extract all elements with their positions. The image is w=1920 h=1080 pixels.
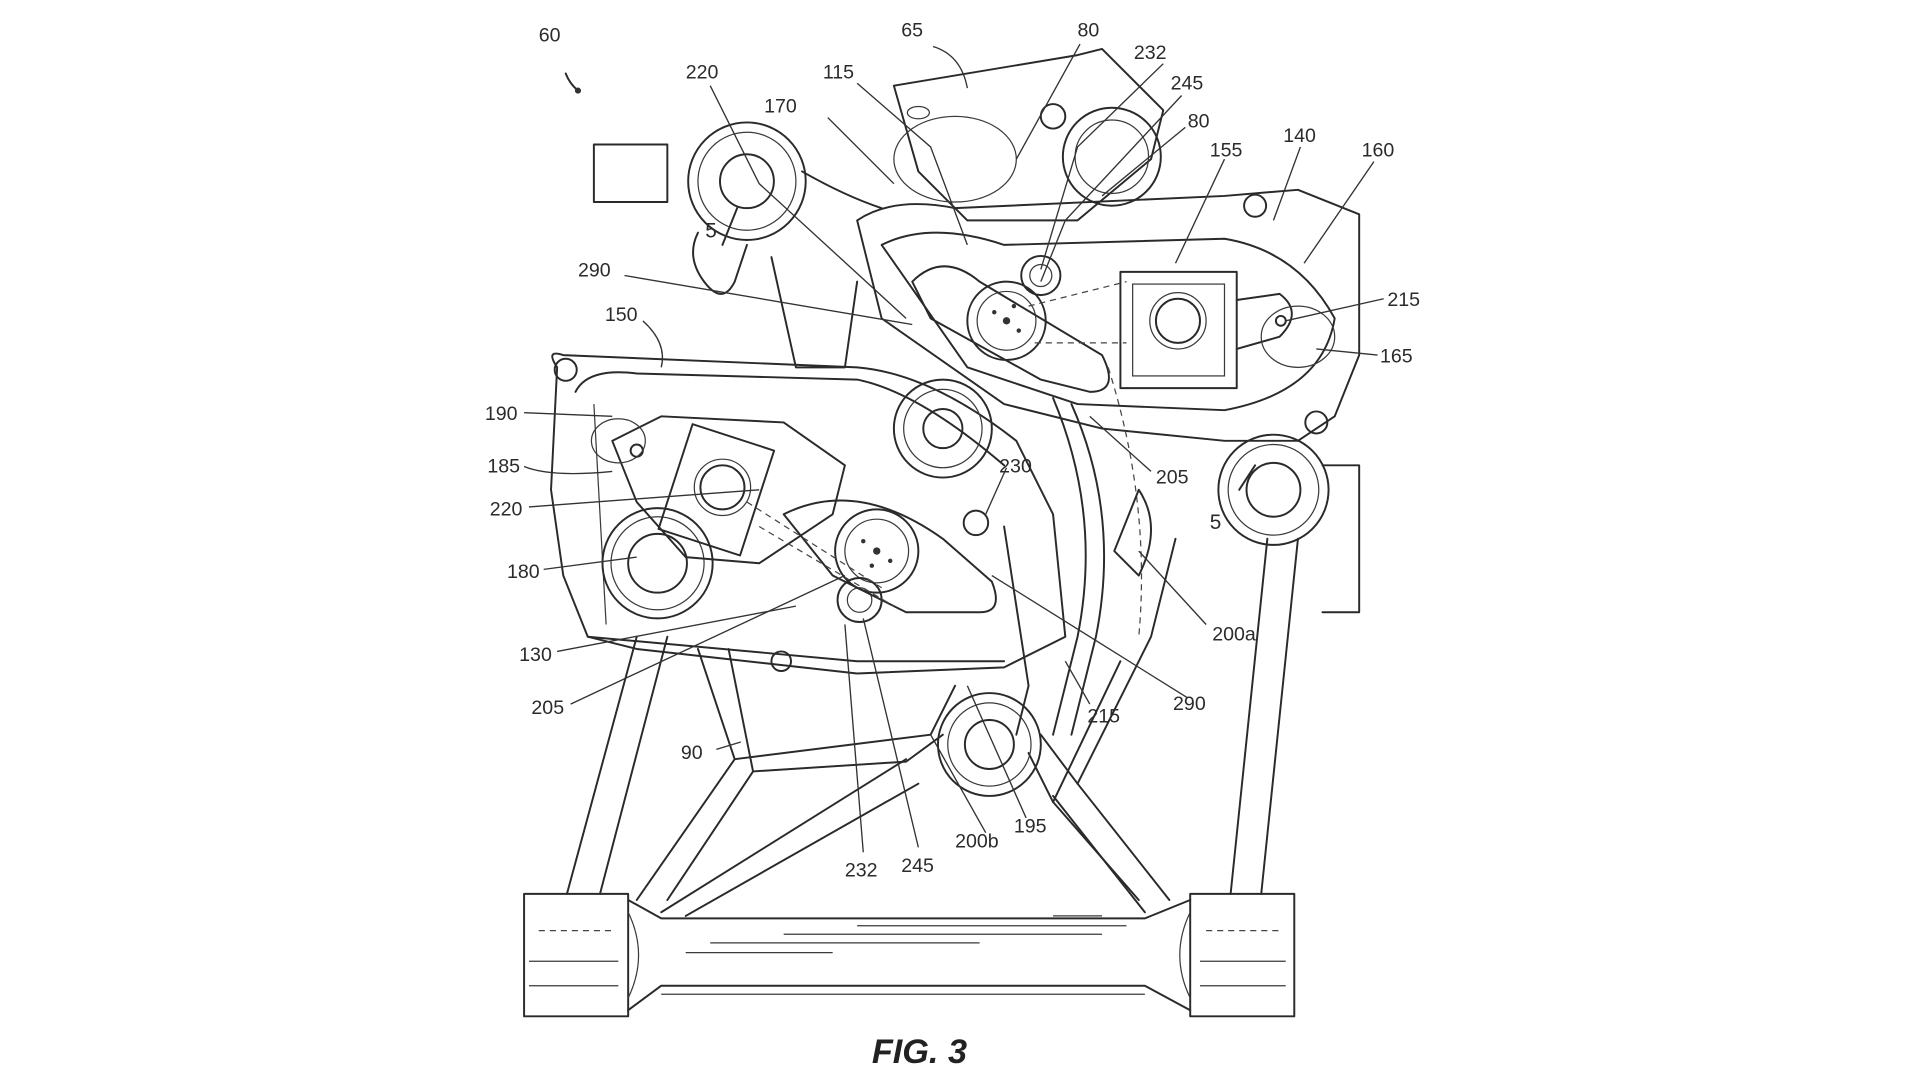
ref-label-140: 140 xyxy=(1283,125,1316,147)
ref-label-60: 60 xyxy=(539,25,561,47)
reference-labels: 60 65 80 115 170 220 232 245 80 155 140 … xyxy=(485,20,1420,882)
ref-label-180: 180 xyxy=(507,561,540,583)
tensioner-lever-155 xyxy=(1119,270,1336,390)
section-arrow-right xyxy=(1238,464,1257,491)
ref-label-230: 230 xyxy=(999,456,1032,478)
ref-label-215-lower: 215 xyxy=(1087,705,1120,727)
ref-label-90: 90 xyxy=(681,742,703,764)
ref-label-245-top: 245 xyxy=(1171,72,1204,94)
ref-label-160: 160 xyxy=(1362,140,1395,162)
housing-65 xyxy=(892,48,1165,222)
ref-label-130: 130 xyxy=(519,644,552,666)
ref-label-200b: 200b xyxy=(955,830,999,852)
ref-label-190: 190 xyxy=(485,403,518,425)
leader-lines xyxy=(523,43,1384,853)
base-frame xyxy=(523,892,1296,1018)
tensioner-lever-150 xyxy=(590,415,846,565)
ref-label-80-right: 80 xyxy=(1188,110,1210,132)
ref-label-5-right: 5 xyxy=(1210,511,1222,534)
ref-label-220-top: 220 xyxy=(686,61,719,83)
ref-label-205-right: 205 xyxy=(1156,467,1189,489)
upper-cover-140 xyxy=(856,188,1361,442)
ref-label-232-top: 232 xyxy=(1134,42,1167,64)
engine-cover-drawing xyxy=(523,48,1361,1018)
ref-label-220-left: 220 xyxy=(490,499,523,521)
ref-label-5-upper: 5 xyxy=(705,220,717,243)
ref-label-245-bottom: 245 xyxy=(901,855,934,877)
upper-left-lug xyxy=(592,121,883,369)
lower-sprocket xyxy=(746,499,997,624)
ref-label-290-lower: 290 xyxy=(1173,693,1206,715)
boss-195 xyxy=(936,692,1042,797)
lower-cover-130 xyxy=(550,352,1067,675)
ref-label-205-left: 205 xyxy=(531,697,564,719)
ref-label-170: 170 xyxy=(764,96,797,118)
figure-caption: FIG. 3 xyxy=(872,1033,967,1071)
ref-label-80-top: 80 xyxy=(1078,20,1100,42)
ref-label-150: 150 xyxy=(605,304,638,326)
ref-label-165: 165 xyxy=(1380,345,1413,367)
right-lug xyxy=(1217,433,1361,614)
ref-label-215-right: 215 xyxy=(1387,289,1420,311)
ref-label-232-bottom: 232 xyxy=(845,860,878,882)
ref-label-195: 195 xyxy=(1014,816,1047,838)
ref-label-290-top: 290 xyxy=(578,260,611,282)
upper-sprocket xyxy=(911,254,1127,393)
chain-guides xyxy=(1003,367,1152,736)
ref-label-185: 185 xyxy=(487,456,520,478)
section-arrow-upper xyxy=(721,207,739,246)
assembly-arrow xyxy=(564,72,579,92)
ref-label-65: 65 xyxy=(901,20,923,42)
boss-180 xyxy=(601,507,714,620)
ref-label-200a: 200a xyxy=(1212,623,1256,645)
support-ribs xyxy=(565,537,1299,917)
central-boss xyxy=(892,378,993,537)
ref-label-155: 155 xyxy=(1210,140,1243,162)
ref-label-115: 115 xyxy=(823,61,854,83)
